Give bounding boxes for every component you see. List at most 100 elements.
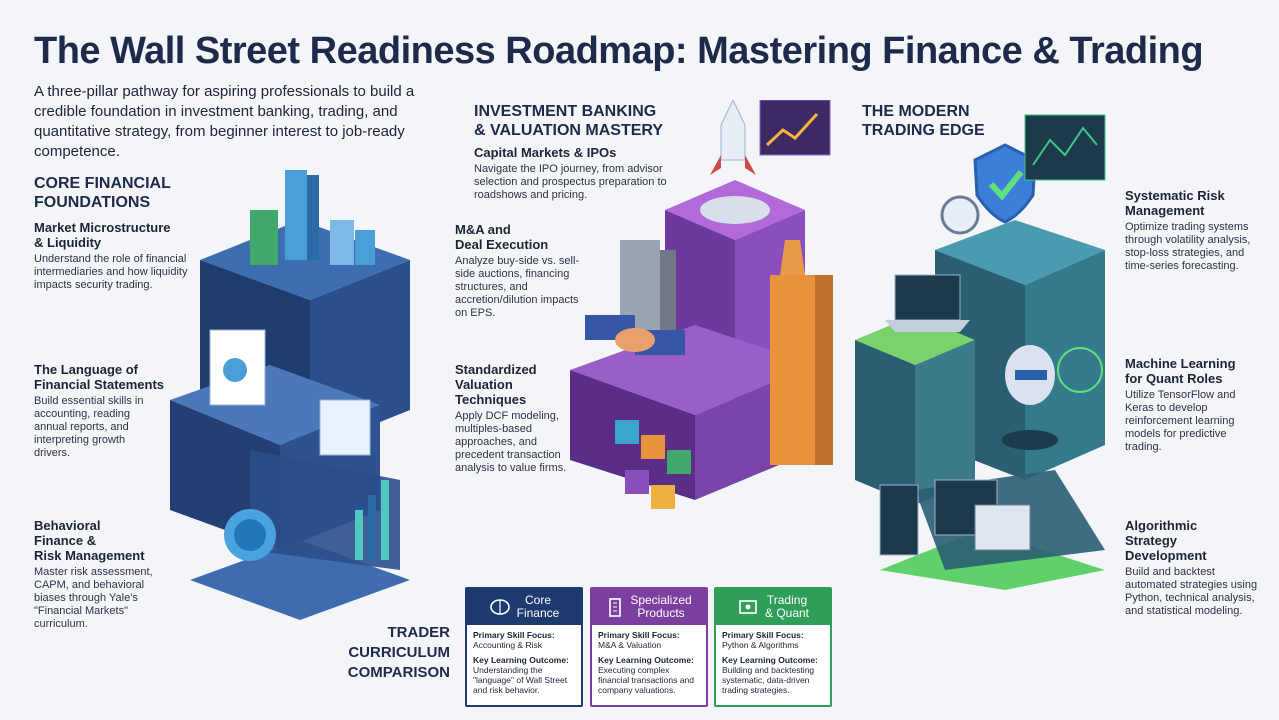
section-heading: Market Microstructure & Liquidity xyxy=(34,220,204,250)
comparison-card-trading-quant: Trading & Quant Primary Skill Focus: Pyt… xyxy=(714,587,832,707)
section-market-microstructure: Market Microstructure & Liquidity Unders… xyxy=(34,220,204,292)
comparison-card-specialized-products: Specialized Products Primary Skill Focus… xyxy=(590,587,708,707)
section-heading: Algorithmic Strategy Development xyxy=(1125,518,1265,563)
network-node-icon xyxy=(1057,347,1103,393)
pillar-title-line: & Valuation Mastery xyxy=(474,122,664,139)
focus-value: Accounting & Risk xyxy=(473,640,542,650)
robot-icon xyxy=(1002,345,1058,450)
pillar-title-line: Foundations xyxy=(34,194,151,211)
section-heading-line: Financial Statements xyxy=(34,377,165,392)
card-header: Trading & Quant xyxy=(716,589,830,625)
section-body: Navigate the IPO journey, from advisor s… xyxy=(474,163,667,201)
section-heading-line: M&A and xyxy=(455,222,511,237)
card-title-line: Trading xyxy=(766,593,808,607)
section-heading-line: Management xyxy=(1125,203,1205,218)
outcome-value: Executing complex financial transactions… xyxy=(598,665,694,695)
section-heading-line: Finance & xyxy=(34,533,97,548)
pillar-title-line: Investment Banking xyxy=(474,103,657,120)
chart-screen-top xyxy=(1024,114,1106,181)
outcome-label: Key Learning Outcome: xyxy=(473,655,569,665)
section-heading-line: Risk Management xyxy=(34,548,145,563)
bar-chart-mini xyxy=(355,480,389,560)
card-title-line: & Quant xyxy=(764,606,810,620)
section-heading: Machine Learning for Quant Roles xyxy=(1125,356,1265,386)
section-heading-line: Standardized xyxy=(455,362,537,377)
section-heading-line: & Liquidity xyxy=(34,235,102,250)
pillar-title-line: Core Financial xyxy=(34,175,171,192)
section-behavioral-finance: Behavioral Finance & Risk Management Mas… xyxy=(34,518,174,631)
outcome-value: Building and backtesting systematic, dat… xyxy=(722,665,815,695)
section-body: Analyze buy-side vs. sell-side auctions,… xyxy=(455,255,580,319)
card-body: Primary Skill Focus: Python & Algorithms… xyxy=(716,625,830,700)
intro-text: A three-pillar pathway for aspiring prof… xyxy=(34,83,415,160)
pillar-title: Investment Banking & Valuation Mastery xyxy=(474,102,694,140)
section-body: Utilize TensorFlow and Keras to develop … xyxy=(1125,389,1236,453)
section-heading-line: Deal Execution xyxy=(455,237,549,252)
investment-banking-illustration xyxy=(570,100,833,509)
section-heading-line: Strategy xyxy=(1125,533,1178,548)
card-title: Specialized Products xyxy=(630,594,691,620)
focus-value: Python & Algorithms xyxy=(722,640,799,650)
section-body: Apply DCF modeling, multiples-based appr… xyxy=(455,410,567,474)
card-title: Trading & Quant xyxy=(765,594,809,620)
section-valuation: Standardized Valuation Techniques Apply … xyxy=(455,362,570,475)
card-title-line: Finance xyxy=(516,606,560,620)
card-title-line: Specialized xyxy=(630,593,692,607)
section-heading: Capital Markets & IPOs xyxy=(474,145,617,160)
pillar-title-line: The Modern xyxy=(862,103,970,120)
focus-label: Primary Skill Focus: xyxy=(473,630,555,640)
section-body: Build essential skills in accounting, re… xyxy=(34,395,144,459)
section-heading-line: Development xyxy=(1125,548,1207,563)
core-foundations-illustration xyxy=(170,170,410,620)
city-buildings xyxy=(250,170,375,265)
section-heading-line: Techniques xyxy=(455,392,527,407)
brain-icon xyxy=(489,599,510,615)
section-capital-markets: Capital Markets & IPOs Navigate the IPO … xyxy=(474,145,684,202)
section-heading-line: Algorithmic xyxy=(1125,518,1198,533)
building-icon xyxy=(609,598,622,617)
handshake-icon xyxy=(585,315,685,355)
shield-icon xyxy=(973,143,1037,224)
comparison-title-line: CURRICULUM xyxy=(348,644,450,661)
card-title: Core Finance xyxy=(517,594,560,620)
clock-icon xyxy=(940,195,980,235)
card-title-line: Products xyxy=(637,606,685,620)
section-heading: Standardized Valuation Techniques xyxy=(455,362,570,407)
page-title: The Wall Street Readiness Roadmap: Maste… xyxy=(34,30,1204,72)
brain-node xyxy=(224,509,276,561)
laptop-icon xyxy=(885,274,970,332)
outcome-label: Key Learning Outcome: xyxy=(722,655,818,665)
section-heading-line: Valuation xyxy=(455,377,513,392)
section-heading-line: Machine Learning xyxy=(1125,356,1236,371)
focus-label: Primary Skill Focus: xyxy=(722,630,804,640)
section-body: Understand the role of financial interme… xyxy=(34,253,188,291)
section-heading-line: The Language of xyxy=(34,362,138,377)
section-heading: M&A and Deal Execution xyxy=(455,222,580,252)
section-heading-line: for Quant Roles xyxy=(1125,371,1223,386)
comparison-title-line: COMPARISON xyxy=(347,664,450,681)
pillar-trading-edge: The Modern Trading Edge xyxy=(862,102,1022,140)
skyscraper xyxy=(770,240,833,465)
pillar-title: The Modern Trading Edge xyxy=(862,102,1022,140)
section-machine-learning: Machine Learning for Quant Roles Utilize… xyxy=(1125,356,1265,454)
section-algorithmic-strategy: Algorithmic Strategy Development Build a… xyxy=(1125,518,1265,618)
circuit-icon xyxy=(739,600,757,614)
comparison-title: TRADER CURRICULUM COMPARISON xyxy=(340,623,450,683)
documents xyxy=(209,329,371,456)
pillar-investment-banking: Investment Banking & Valuation Mastery xyxy=(474,102,694,140)
pillar-title-line: Trading Edge xyxy=(862,122,985,139)
focus-label: Primary Skill Focus: xyxy=(598,630,680,640)
pillar-title: Core Financial Foundations xyxy=(34,174,184,212)
section-body: Build and backtest automated strategies … xyxy=(1125,566,1258,617)
section-heading-line: Market Microstructure xyxy=(34,220,171,235)
section-heading-line: Systematic Risk xyxy=(1125,188,1225,203)
comparison-title-line: TRADER xyxy=(387,624,451,641)
chart-screen xyxy=(759,100,831,156)
left-tower xyxy=(855,315,975,505)
rocket-icon xyxy=(710,100,756,175)
section-mna: M&A and Deal Execution Analyze buy-side … xyxy=(455,222,580,320)
comparison-card-core-finance: Core Finance Primary Skill Focus: Accoun… xyxy=(465,587,583,707)
card-body: Primary Skill Focus: Accounting & Risk K… xyxy=(467,625,581,700)
section-body: Optimize trading systems through volatil… xyxy=(1125,221,1251,272)
section-body: Master risk assessment, CAPM, and behavi… xyxy=(34,566,153,630)
